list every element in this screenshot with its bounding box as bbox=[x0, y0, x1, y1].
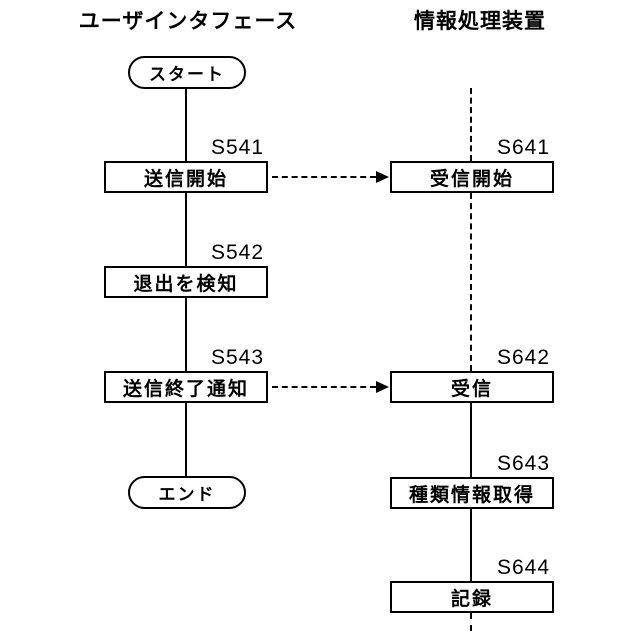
process-box-s541: 送信開始 bbox=[104, 161, 268, 193]
connector-s543-to-end bbox=[185, 403, 187, 476]
end-terminal-label: エンド bbox=[158, 485, 216, 504]
right-lane-header: 情報処理装置 bbox=[414, 10, 546, 33]
connector-start-to-s541 bbox=[185, 89, 187, 161]
left-lane-header: ユーザインタフェース bbox=[78, 10, 298, 33]
arrowhead-icon bbox=[376, 381, 389, 393]
dashed-lifeline-top bbox=[470, 88, 472, 161]
start-terminal: スタート bbox=[128, 56, 246, 89]
arrowhead-icon bbox=[376, 171, 389, 183]
step-id-s643: S643 bbox=[496, 452, 550, 475]
end-terminal: エンド bbox=[128, 476, 246, 509]
connector-s642-to-s643 bbox=[470, 403, 472, 477]
dashed-lifeline-bottom bbox=[470, 613, 472, 631]
dashed-connector-s641-to-s642 bbox=[470, 193, 472, 371]
connector-s542-to-s543 bbox=[185, 298, 187, 371]
process-label-s541: 送信開始 bbox=[143, 168, 228, 190]
process-label-s643: 種類情報取得 bbox=[408, 484, 535, 506]
process-box-s643: 種類情報取得 bbox=[390, 477, 554, 509]
message-arrow-s541-to-s641 bbox=[272, 176, 376, 178]
connector-s541-to-s542 bbox=[185, 193, 187, 266]
step-id-s641: S641 bbox=[496, 136, 550, 159]
step-id-s541: S541 bbox=[210, 136, 264, 159]
step-id-s644: S644 bbox=[496, 556, 550, 579]
message-arrow-s543-to-s642 bbox=[272, 386, 376, 388]
step-id-s543: S543 bbox=[210, 346, 264, 369]
process-box-s644: 記録 bbox=[390, 581, 554, 613]
process-label-s542: 退出を検知 bbox=[133, 273, 239, 295]
step-id-s642: S642 bbox=[496, 346, 550, 369]
process-box-s642: 受信 bbox=[390, 371, 554, 403]
process-label-s543: 送信終了通知 bbox=[122, 378, 249, 400]
process-box-s543: 送信終了通知 bbox=[104, 371, 268, 403]
process-label-s642: 受信 bbox=[450, 378, 493, 400]
process-label-s641: 受信開始 bbox=[429, 168, 514, 190]
step-id-s542: S542 bbox=[210, 241, 264, 264]
process-box-s641: 受信開始 bbox=[390, 161, 554, 193]
process-box-s542: 退出を検知 bbox=[104, 266, 268, 298]
process-label-s644: 記録 bbox=[450, 588, 493, 610]
start-terminal-label: スタート bbox=[149, 65, 225, 84]
connector-s643-to-s644 bbox=[470, 509, 472, 581]
